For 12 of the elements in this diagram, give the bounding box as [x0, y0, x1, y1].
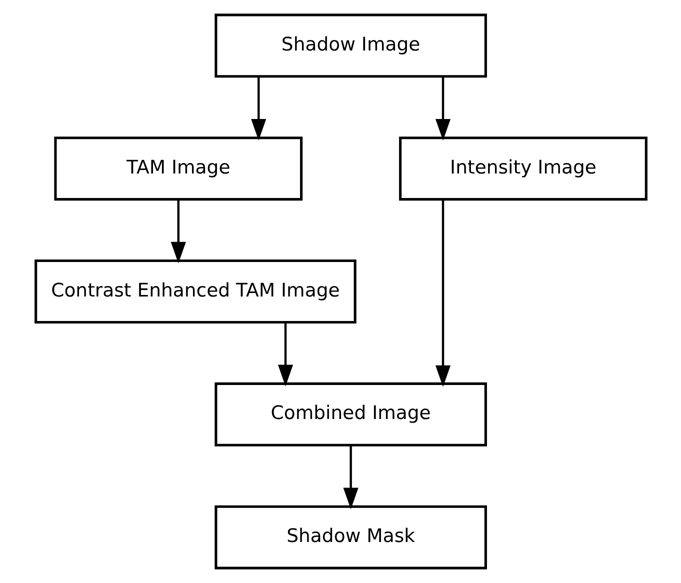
- node-box: Combined Image: [214, 382, 486, 446]
- node-box: Shadow Image: [214, 14, 486, 78]
- arrow: [277, 322, 293, 386]
- arrow: [434, 76, 450, 140]
- arrow: [170, 200, 186, 264]
- node-box: Contrast Enhanced TAM Image: [34, 260, 356, 324]
- arrow: [342, 445, 358, 510]
- node-box: TAM Image: [54, 136, 302, 201]
- arrow: [250, 76, 266, 140]
- node-box: Shadow Mask: [214, 505, 486, 570]
- arrow: [434, 200, 450, 387]
- node-box: Intensity Image: [398, 136, 647, 201]
